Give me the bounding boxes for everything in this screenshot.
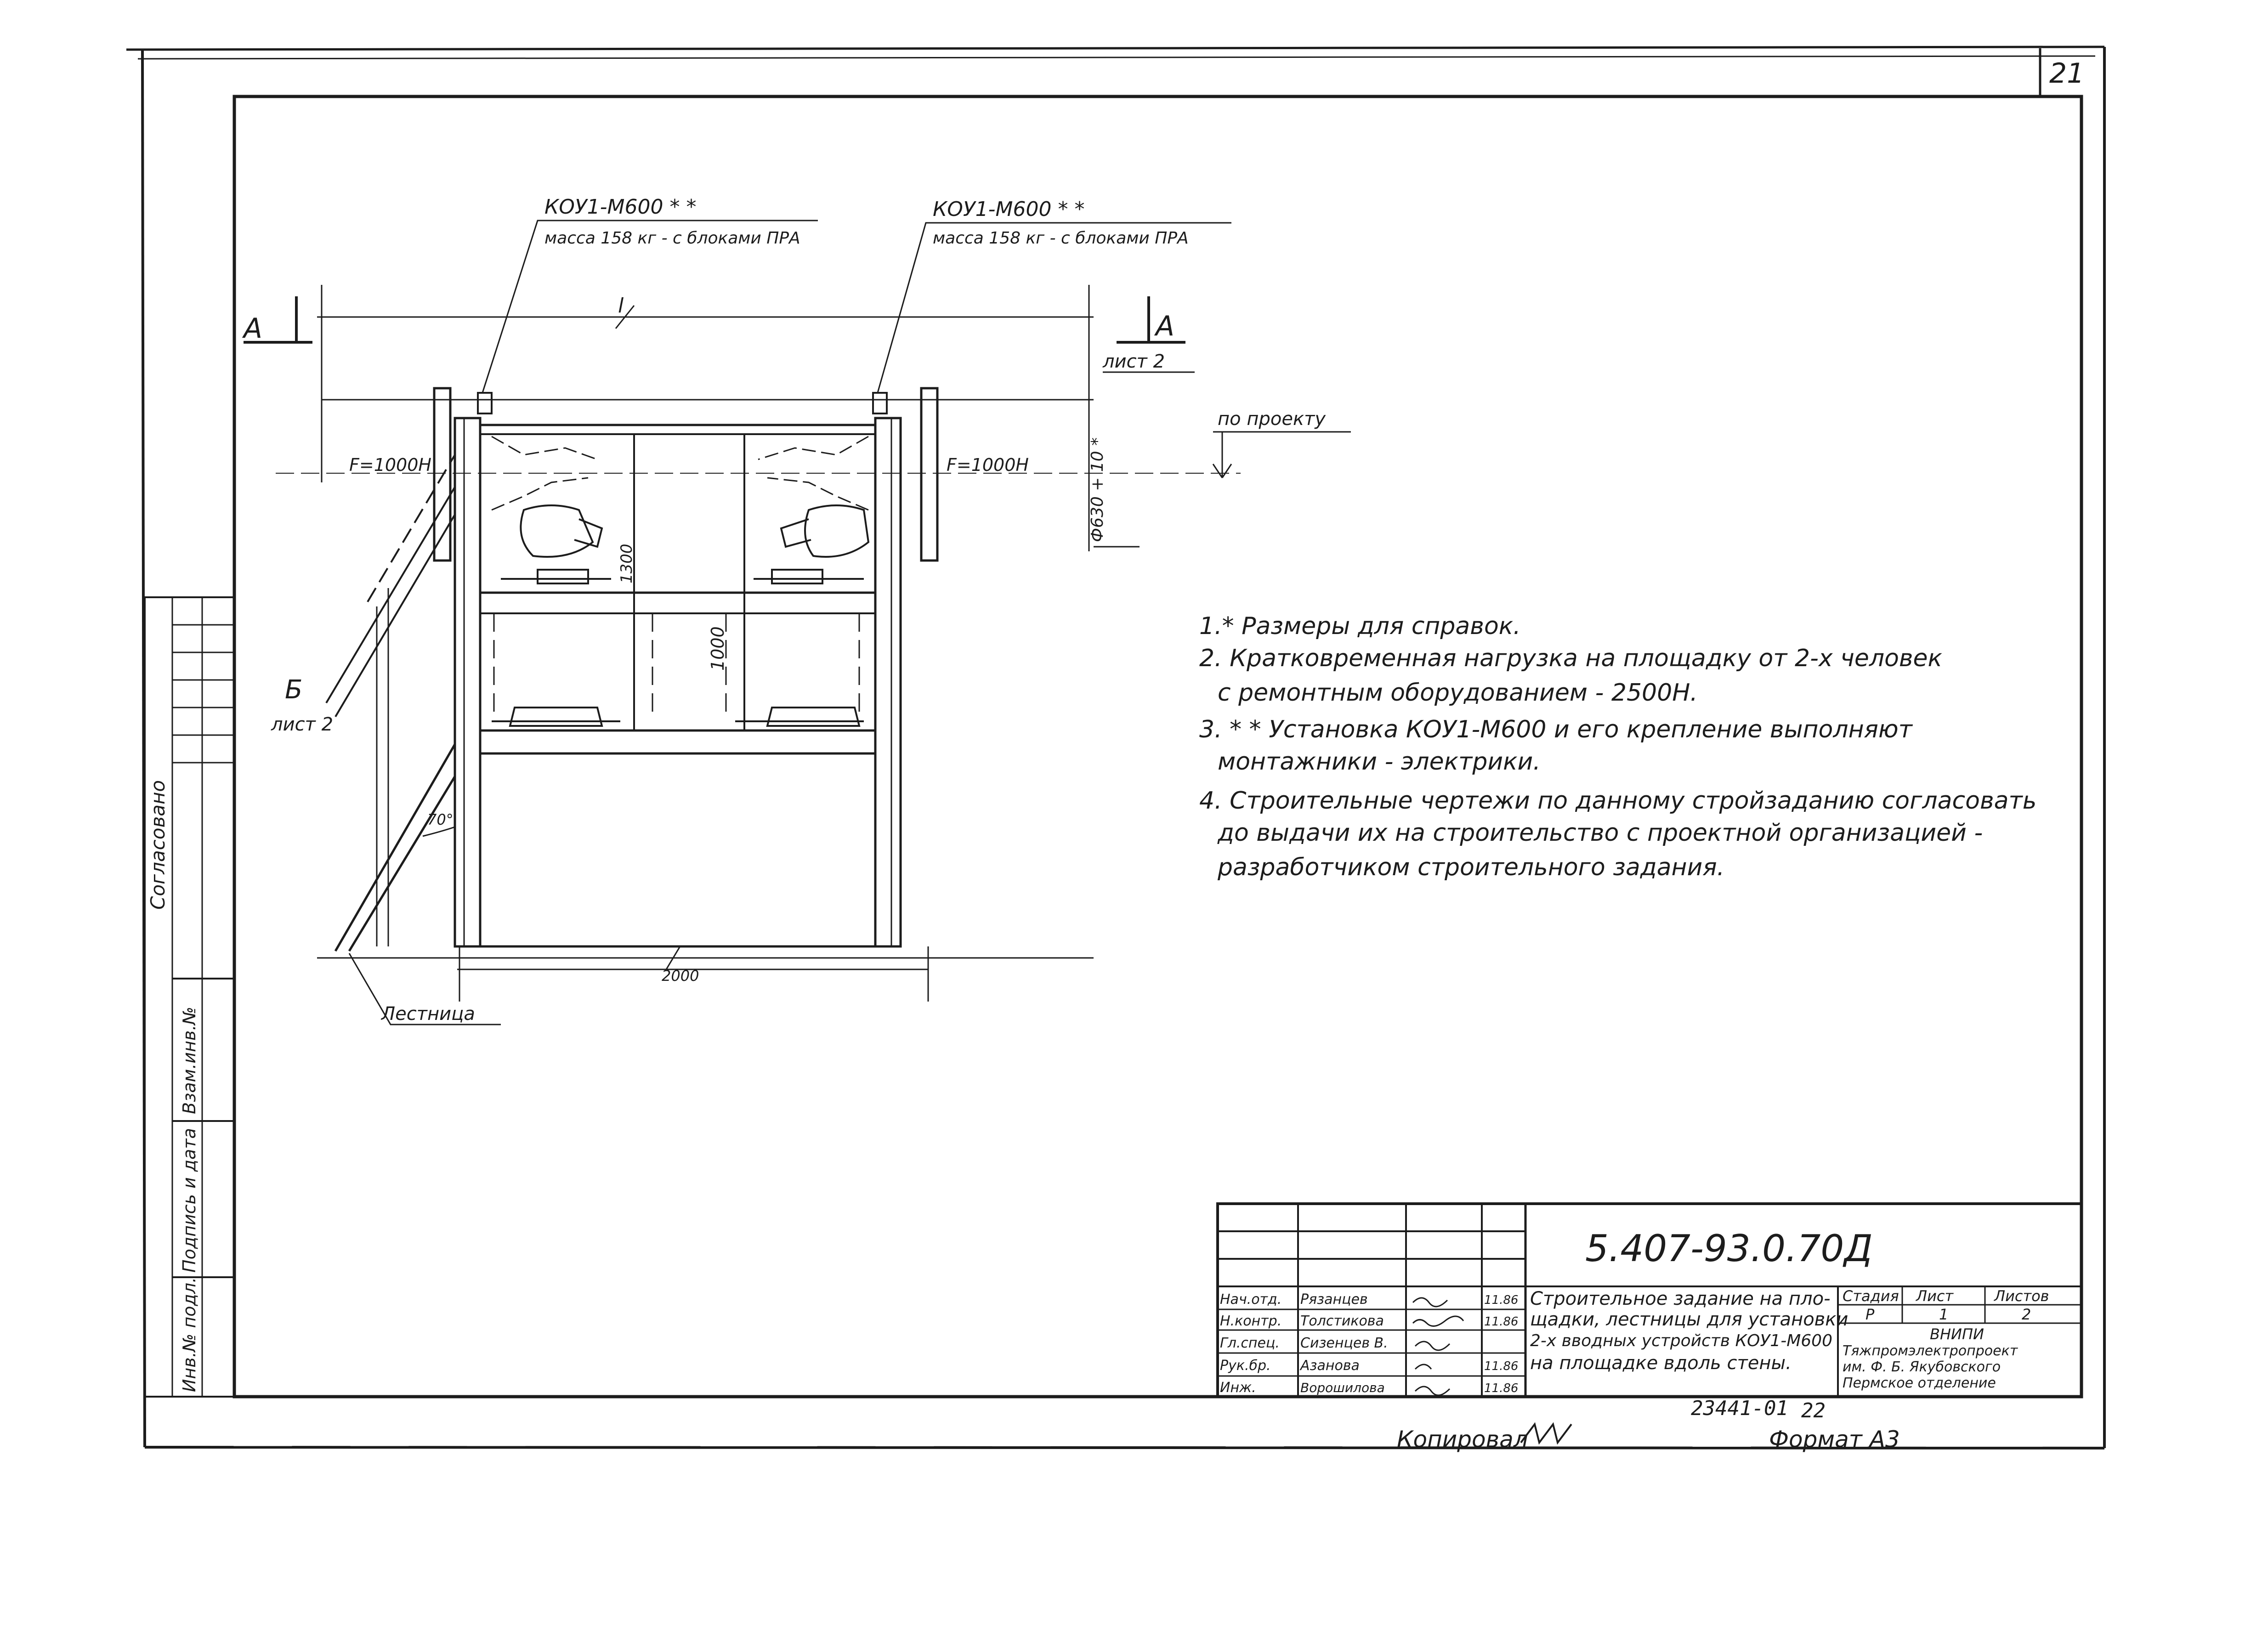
dim-1000-label: 1000 xyxy=(708,626,728,671)
doc-title-line: Строительное задание на пло- xyxy=(1530,1288,1831,1309)
person-name: Азанова xyxy=(1299,1358,1360,1374)
note-line: 3. * * Установка КОУ1-М600 и его креплен… xyxy=(1199,716,1913,743)
doc-title-line: щадки, лестницы для установки xyxy=(1530,1309,1848,1330)
dim-height-label: Ф630 + 10 * xyxy=(1088,437,1107,542)
note-line: с ремонтным оборудованием - 2500Н. xyxy=(1218,679,1698,707)
person-role: Гл.спец. xyxy=(1220,1335,1280,1351)
person-name: Ворошилова xyxy=(1300,1380,1385,1395)
platform-structure xyxy=(244,285,1241,1002)
force-left-label: F=1000Н xyxy=(349,455,431,475)
force-right-label: F=1000Н xyxy=(947,455,1029,475)
callout-right-title: КОУ1-М600 * * xyxy=(933,198,1084,221)
stage-label: Стадия xyxy=(1843,1287,1899,1305)
section-b-sheet: лист 2 xyxy=(271,714,333,735)
title-block xyxy=(1216,1202,2083,1398)
note-line: 2. Кратковременная нагрузка на площадку … xyxy=(1199,645,1943,672)
archive-suffix: 22 xyxy=(1801,1399,1826,1422)
agreed-label: Согласовано xyxy=(147,780,169,910)
callout-leaders xyxy=(348,220,1351,1025)
per-project-label: по проекту xyxy=(1218,408,1326,430)
side-stamp xyxy=(144,596,235,1398)
angle-label: 70° xyxy=(427,811,454,828)
note-line: разработчиком строительного задания. xyxy=(1217,854,1724,881)
section-b: Б xyxy=(285,675,302,705)
note-line: монтажники - электрики. xyxy=(1218,748,1541,776)
person-role: Инж. xyxy=(1220,1380,1256,1396)
dim-2000-label: 2000 xyxy=(662,967,699,985)
doc-title-line: 2-х вводных устройств КОУ1-М600 xyxy=(1530,1331,1832,1350)
person-name: Толстикова xyxy=(1300,1313,1384,1329)
person-role: Нач.отд. xyxy=(1220,1291,1281,1308)
replaced-inv-label: Взам.инв.№ xyxy=(179,1007,199,1114)
callout-left-note: масса 158 кг - с блоками ПРА xyxy=(544,229,800,248)
copied-by-label: Копировал xyxy=(1397,1426,1528,1453)
note-line: до выдачи их на строительство с проектно… xyxy=(1217,819,1983,847)
org-line: Пермское отделение xyxy=(1843,1375,1996,1391)
general-notes: 1.* Размеры для справок. 2. Кратковремен… xyxy=(1199,612,2036,881)
org-line: им. Ф. Б. Якубовского xyxy=(1843,1359,2001,1375)
section-a-sheet: лист 2 xyxy=(1102,351,1165,372)
dim-l-label: l xyxy=(618,294,624,317)
org-line: Тяжпромэлектропроект xyxy=(1843,1343,2019,1359)
person-role: Рук.бр. xyxy=(1220,1358,1271,1374)
person-date: 11.86 xyxy=(1484,1293,1518,1307)
sheets-label: Листов xyxy=(1994,1287,2049,1305)
sheet-label: Лист xyxy=(1916,1287,1954,1305)
org-line: ВНИПИ xyxy=(1930,1325,1984,1343)
sheet-value: 1 xyxy=(1939,1306,1948,1323)
note-line: 4. Строительные чертежи по данному строй… xyxy=(1199,787,2036,815)
callout-right-note: масса 158 кг - с блоками ПРА xyxy=(933,229,1189,248)
doc-title-line: на площадке вдоль стены. xyxy=(1530,1353,1792,1374)
doc-code: 5.407-93.0.70Д xyxy=(1585,1227,1873,1270)
person-date: 11.86 xyxy=(1484,1315,1518,1329)
person-date: 11.86 xyxy=(1484,1382,1518,1395)
section-a-left: А xyxy=(242,312,262,345)
stage-value: Р xyxy=(1865,1306,1875,1323)
inv-orig-label: Инв.№ подл. xyxy=(179,1277,199,1392)
note-line: 1.* Размеры для справок. xyxy=(1199,612,1521,640)
signatures-table: Нач.отд. Рязанцев 11.86 Н.контр. Толстик… xyxy=(1220,1291,1518,1396)
section-a-right: А xyxy=(1154,310,1174,342)
person-name: Сизенцев В. xyxy=(1300,1335,1388,1351)
person-name: Рязанцев xyxy=(1300,1291,1368,1308)
archive-number: 23441-01 xyxy=(1691,1397,1788,1420)
person-date: 11.86 xyxy=(1484,1359,1518,1373)
callout-left-title: КОУ1-М600 * * xyxy=(544,195,696,219)
dim-1300-label: 1300 xyxy=(618,544,636,583)
sign-date-label: Подпись и дата xyxy=(179,1128,199,1273)
person-role: Н.контр. xyxy=(1220,1313,1281,1329)
sheets-value: 2 xyxy=(2022,1306,2031,1323)
copier-signature xyxy=(1520,1422,1572,1445)
page-number: 21 xyxy=(2049,57,2084,90)
signature-marks xyxy=(1412,1297,1464,1396)
ladder-label: Лестница xyxy=(380,1003,475,1025)
format-label: Формат А3 xyxy=(1769,1426,1900,1453)
